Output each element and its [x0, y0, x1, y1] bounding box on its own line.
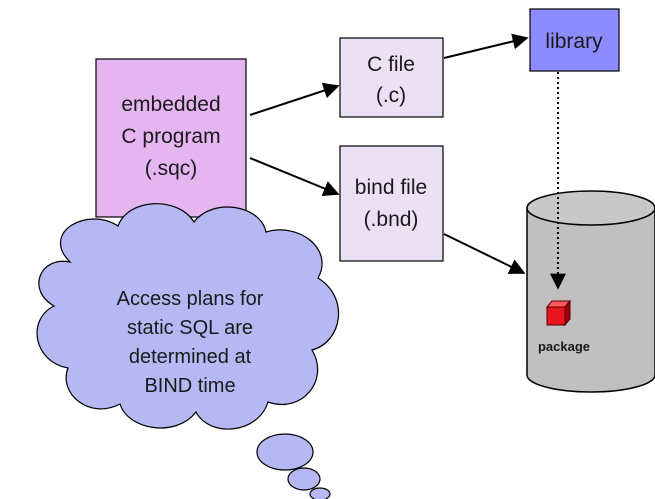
library-box — [529, 8, 620, 72]
database-cylinder — [526, 190, 655, 393]
arrow-bindfile-to-database — [443, 233, 526, 274]
bind-file-box — [339, 145, 444, 262]
arrow-cfile-to-library — [443, 33, 529, 59]
package-label: package — [538, 339, 590, 354]
program-label-line3: (.sqc) — [145, 157, 198, 180]
program-label-line2: C program — [121, 125, 220, 148]
c-file-label-line1: C file — [367, 53, 415, 76]
thought-cloud — [36, 203, 340, 499]
package-cube-icon — [545, 299, 572, 327]
cloud-text-line2: static SQL are — [127, 317, 253, 339]
arrow-program-to-cfile — [249, 82, 340, 116]
cloud-text-line3: determined at — [129, 346, 252, 368]
cloud-text-line4: BIND time — [144, 375, 235, 397]
cloud-text-line1: Access plans for — [117, 288, 264, 310]
c-file-label-line2: (.c) — [376, 84, 406, 107]
library-label: library — [545, 30, 603, 53]
bind-file-label-line1: bind file — [355, 176, 427, 199]
c-file-box — [339, 37, 444, 118]
program-box — [95, 58, 247, 218]
program-label-line1: embedded — [121, 93, 220, 116]
bind-file-label-line2: (.bnd) — [364, 208, 419, 231]
arrow-program-to-bindfile — [249, 157, 340, 196]
